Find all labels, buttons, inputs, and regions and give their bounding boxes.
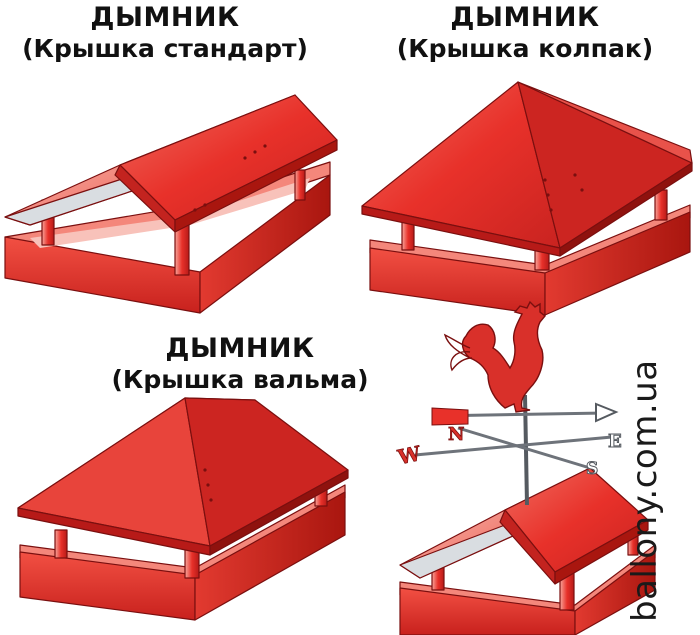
label-hip: ДЫМНИК (Крышка вальма) xyxy=(85,333,395,394)
weathervane: W N E S xyxy=(394,300,622,506)
compass-west: W xyxy=(395,441,423,469)
chimney-cap-standard xyxy=(4,94,338,314)
chimney-cap-hip xyxy=(17,397,349,621)
label-cap-title: ДЫМНИК xyxy=(450,2,600,33)
chimney-cap-pyramid xyxy=(361,81,693,316)
hip-front xyxy=(17,397,211,547)
roof-side-edge xyxy=(554,519,649,585)
pyramid-rim-side xyxy=(559,162,693,257)
watermark: ballony.com.ua xyxy=(625,359,665,622)
roof-underside xyxy=(399,524,516,579)
chimney-cap-weathervane xyxy=(399,467,656,635)
base-side xyxy=(544,211,691,316)
base-side xyxy=(194,491,346,621)
label-cap: ДЫМНИК (Крышка колпак) xyxy=(370,2,680,63)
post xyxy=(294,169,306,201)
label-cap-subtitle: (Крышка колпак) xyxy=(396,33,654,63)
hip-rim-side xyxy=(209,469,349,556)
base-side xyxy=(574,550,656,635)
compass-east: E xyxy=(608,431,622,452)
vane-arrow-tail xyxy=(431,407,469,426)
label-standard-title: ДЫМНИК xyxy=(90,2,240,33)
rooster-icon xyxy=(461,300,546,413)
rooster-tail-icon xyxy=(443,333,473,372)
cavity xyxy=(30,178,310,248)
compass-south: S xyxy=(586,459,598,479)
base-front xyxy=(399,587,576,635)
label-hip-subtitle: (Крышка вальма) xyxy=(111,364,369,394)
roof-side-edge xyxy=(174,139,338,233)
base-side xyxy=(199,174,331,314)
label-standard: ДЫМНИК (Крышка стандарт) xyxy=(0,2,330,63)
post xyxy=(654,189,668,221)
compass-north: N xyxy=(448,424,464,445)
label-standard-subtitle: (Крышка стандарт) xyxy=(22,33,308,63)
vane-arrow-head xyxy=(595,402,619,423)
base-front xyxy=(4,236,201,314)
post xyxy=(54,529,68,559)
pyramid-back xyxy=(517,81,693,164)
compass-arm-ns xyxy=(457,426,591,470)
label-hip-title: ДЫМНИК xyxy=(165,333,315,364)
